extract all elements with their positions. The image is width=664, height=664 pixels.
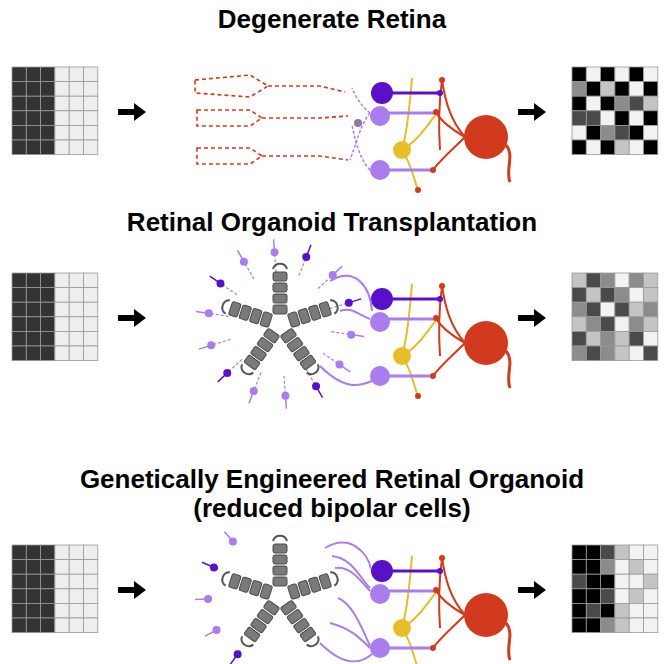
- bipolar-cell: [205, 309, 213, 317]
- input-grid: [12, 273, 98, 361]
- bipolar-dendrite: [246, 265, 254, 279]
- synaptic-connection: [338, 598, 370, 646]
- degenerate-bipolar-dendrites: [350, 88, 370, 170]
- bipolar-dendrite: [323, 353, 336, 362]
- bipolar-dendrite: [230, 359, 242, 370]
- output-grid: [572, 67, 658, 155]
- bipolar-dendrite: [299, 261, 305, 276]
- synaptic-connection: [330, 276, 372, 311]
- synaptic-connection: [330, 623, 370, 648]
- row: [12, 67, 658, 193]
- bipolar-cell: [271, 248, 279, 256]
- arrow-symbol: [518, 309, 546, 327]
- synaptic-connection: [335, 568, 370, 591]
- bipolar-cell: [229, 538, 237, 546]
- synaptic-connection: [325, 543, 371, 569]
- bipolar-dendrite: [318, 278, 330, 289]
- synaptic-connection: [340, 310, 370, 319]
- bipolar-cell: [250, 387, 258, 395]
- row-heading: Degenerate Retina: [32, 5, 632, 34]
- organoid-photoreceptors: [221, 264, 340, 377]
- arrow-symbol: [518, 581, 546, 599]
- output-grid: [572, 273, 658, 361]
- synaptic-connection: [320, 643, 372, 661]
- bipolar-cell: [223, 369, 231, 377]
- bipolar-cell: [207, 341, 215, 349]
- bipolar-cell: [312, 382, 320, 390]
- bipolar-cell: [336, 361, 344, 369]
- degenerate-photoreceptors: [195, 75, 348, 164]
- row-heading: Genetically Engineered Retinal Organoid …: [62, 465, 602, 523]
- bipolar-dendrite: [215, 339, 230, 344]
- input-grid: [12, 67, 98, 155]
- arrow-symbol: [118, 581, 146, 599]
- retinal-circuit: [370, 555, 510, 664]
- output-grid: [572, 545, 658, 633]
- bipolar-cell: [204, 595, 212, 603]
- bipolar-cell: [345, 299, 353, 307]
- bipolar-cell: [347, 331, 355, 339]
- organoid-photoreceptors: [221, 536, 340, 649]
- row: [12, 239, 658, 409]
- arrow-symbol: [118, 309, 146, 327]
- synaptic-connection: [320, 366, 372, 385]
- bipolar-dendrite: [255, 372, 261, 387]
- bipolar-cell: [240, 258, 248, 266]
- synaptic-connection: [332, 556, 370, 588]
- bipolar-cell: [234, 650, 242, 658]
- retinal-circuit: [370, 283, 510, 399]
- bipolar-dendrite: [331, 332, 347, 334]
- retinal-circuit: [370, 77, 510, 193]
- bipolar-cell: [213, 626, 221, 634]
- bipolar-cell: [302, 253, 310, 261]
- input-grid: [12, 545, 98, 633]
- bipolar-cell: [281, 392, 289, 400]
- bipolar-cell: [216, 279, 224, 287]
- row-heading: Retinal Organoid Transplantation: [12, 208, 652, 237]
- bipolar-dendrite: [284, 376, 285, 392]
- bipolar-dendrite: [213, 314, 229, 316]
- bipolar-dendrite: [306, 369, 314, 383]
- arrow-symbol: [518, 103, 546, 121]
- row: [12, 532, 658, 664]
- arrow-symbol: [118, 103, 146, 121]
- bipolar-cell: [210, 563, 218, 571]
- bipolar-dendrite: [224, 286, 237, 295]
